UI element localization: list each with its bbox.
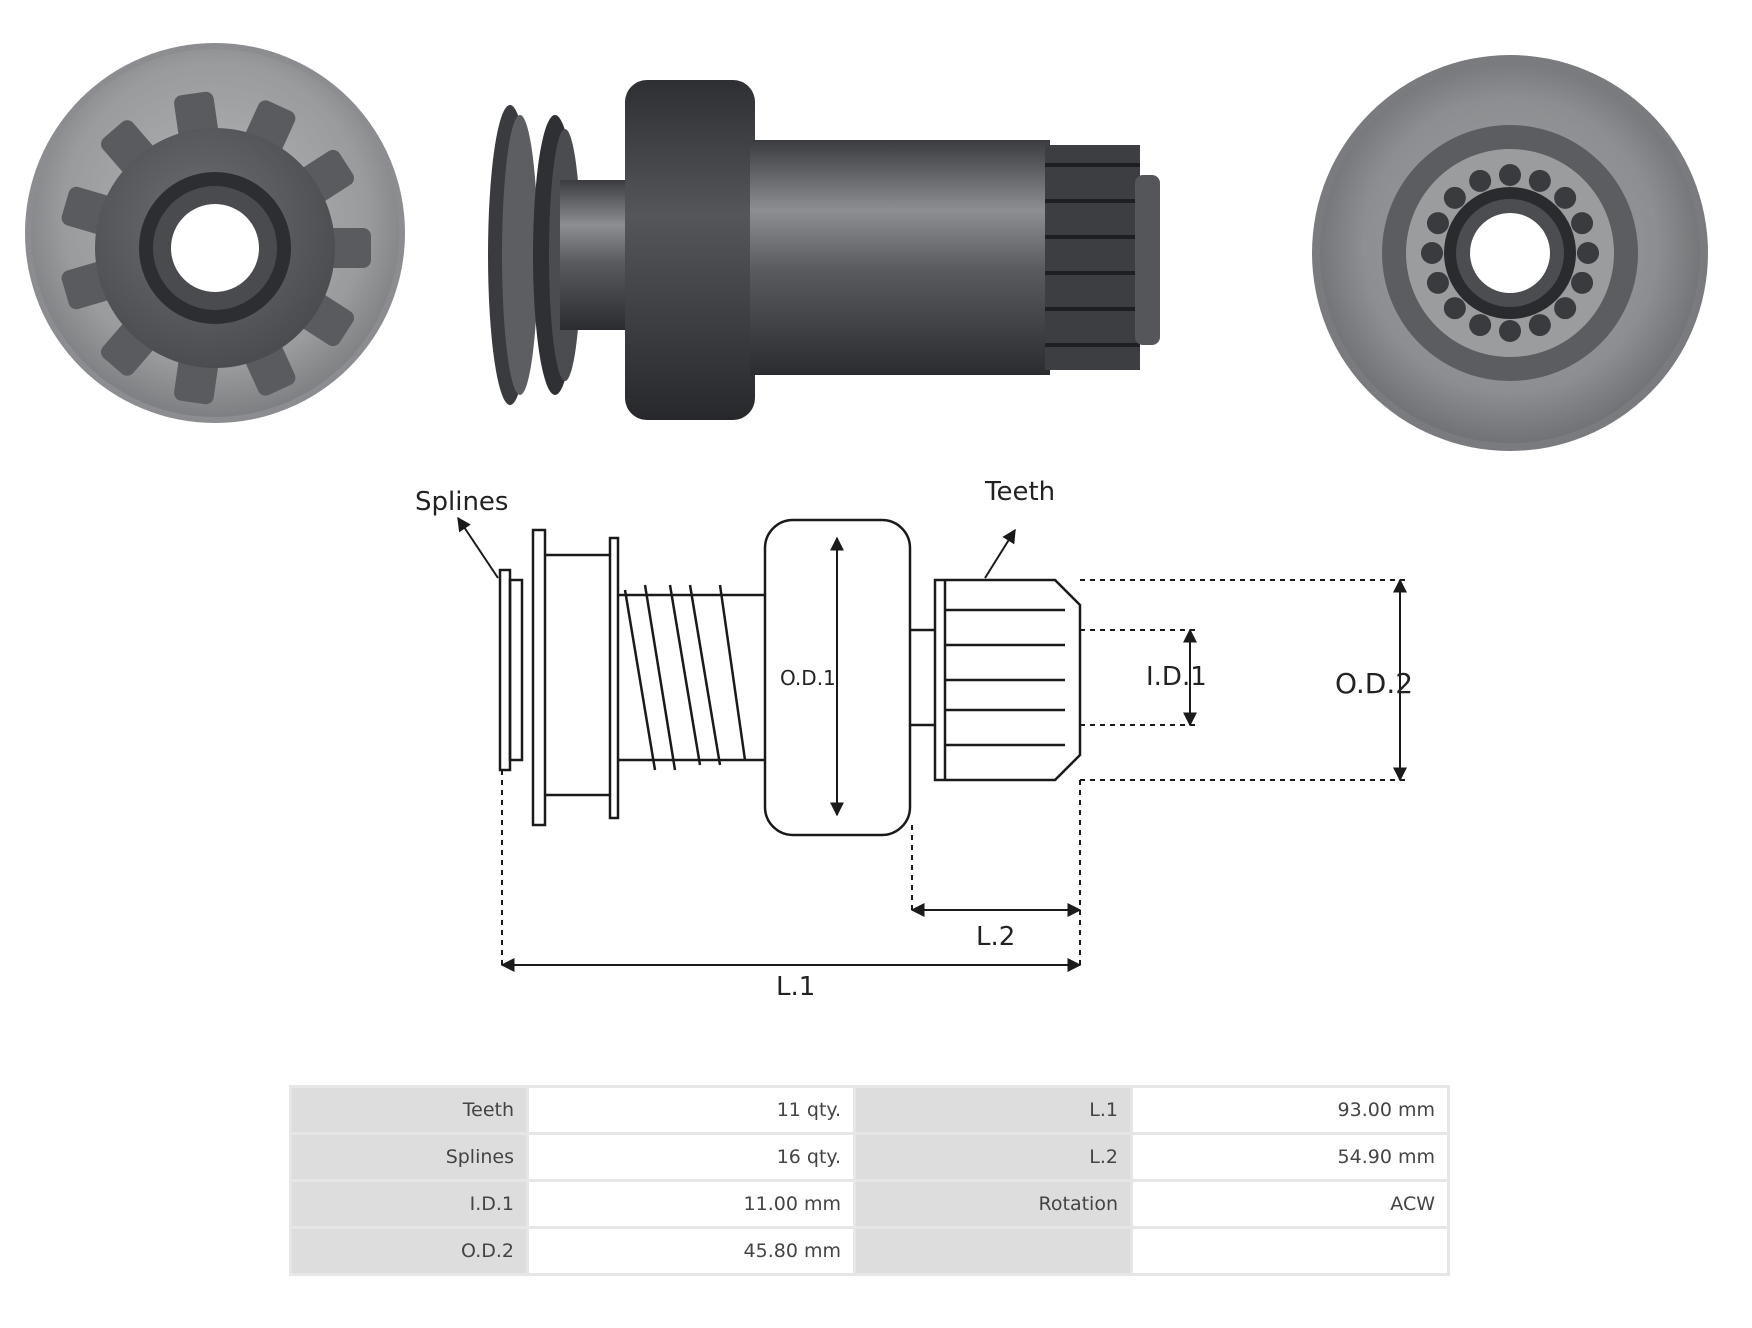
- spline-icon: [1499, 164, 1521, 186]
- dimension-lines: [457, 516, 1407, 972]
- spline-icon: [1443, 186, 1466, 209]
- pinion-back-view-photo: [1312, 55, 1708, 451]
- spline-icon: [1421, 242, 1443, 264]
- spec-value: [1133, 1229, 1447, 1273]
- pinion-side-view-photo: [488, 80, 1160, 420]
- l1-label: L.1: [776, 972, 815, 1002]
- spec-value: 16 qty.: [529, 1135, 853, 1179]
- spec-label: Rotation: [856, 1182, 1130, 1226]
- spec-label: I.D.1: [292, 1182, 526, 1226]
- spec-value: 54.90 mm: [1133, 1135, 1447, 1179]
- table-row: I.D.1 11.00 mm Rotation ACW: [292, 1182, 1447, 1226]
- spec-label: O.D.2: [292, 1229, 526, 1273]
- drive-outline: [498, 518, 1082, 837]
- spec-value: 11 qty.: [529, 1088, 853, 1132]
- spline-icon: [1469, 314, 1492, 337]
- spline-icon: [1571, 212, 1594, 235]
- od1-label: O.D.1: [780, 666, 836, 690]
- spec-value: 11.00 mm: [529, 1182, 853, 1226]
- spec-value: ACW: [1133, 1182, 1447, 1226]
- spec-label: L.2: [856, 1135, 1130, 1179]
- spline-icon: [1554, 297, 1577, 320]
- extension-lines: [501, 579, 1405, 970]
- l2-label: L.2: [976, 922, 1015, 952]
- table-row: O.D.2 45.80 mm: [292, 1229, 1447, 1273]
- splines-label: Splines: [415, 487, 508, 517]
- spline-icon: [1528, 314, 1551, 337]
- teeth-label: Teeth: [984, 477, 1055, 507]
- spline-icon: [1571, 271, 1594, 294]
- spline-icon: [1469, 169, 1492, 192]
- spline-icon: [1528, 169, 1551, 192]
- spec-value: 45.80 mm: [529, 1229, 853, 1273]
- spline-icon: [1577, 242, 1599, 264]
- spec-label: Teeth: [292, 1088, 526, 1132]
- id1-label: I.D.1: [1146, 662, 1207, 692]
- pinion-front-view-photo: [25, 43, 405, 423]
- spline-icon: [1499, 320, 1521, 342]
- spec-table: Teeth 11 qty. L.1 93.00 mm Splines 16 qt…: [289, 1085, 1450, 1276]
- dimension-diagram: Splines Teeth O.D.1 I.D.1 O.D.2 L.2 L.1: [415, 477, 1413, 1002]
- spline-icon: [1554, 186, 1577, 209]
- spec-value: 93.00 mm: [1133, 1088, 1447, 1132]
- table-row: Teeth 11 qty. L.1 93.00 mm: [292, 1088, 1447, 1132]
- spline-icon: [1443, 297, 1466, 320]
- spline-icon: [1426, 212, 1449, 235]
- od2-label: O.D.2: [1335, 667, 1413, 700]
- spec-label: L.1: [856, 1088, 1130, 1132]
- spline-icon: [1426, 271, 1449, 294]
- table-row: Splines 16 qty. L.2 54.90 mm: [292, 1135, 1447, 1179]
- spec-label: [856, 1229, 1130, 1273]
- spec-label: Splines: [292, 1135, 526, 1179]
